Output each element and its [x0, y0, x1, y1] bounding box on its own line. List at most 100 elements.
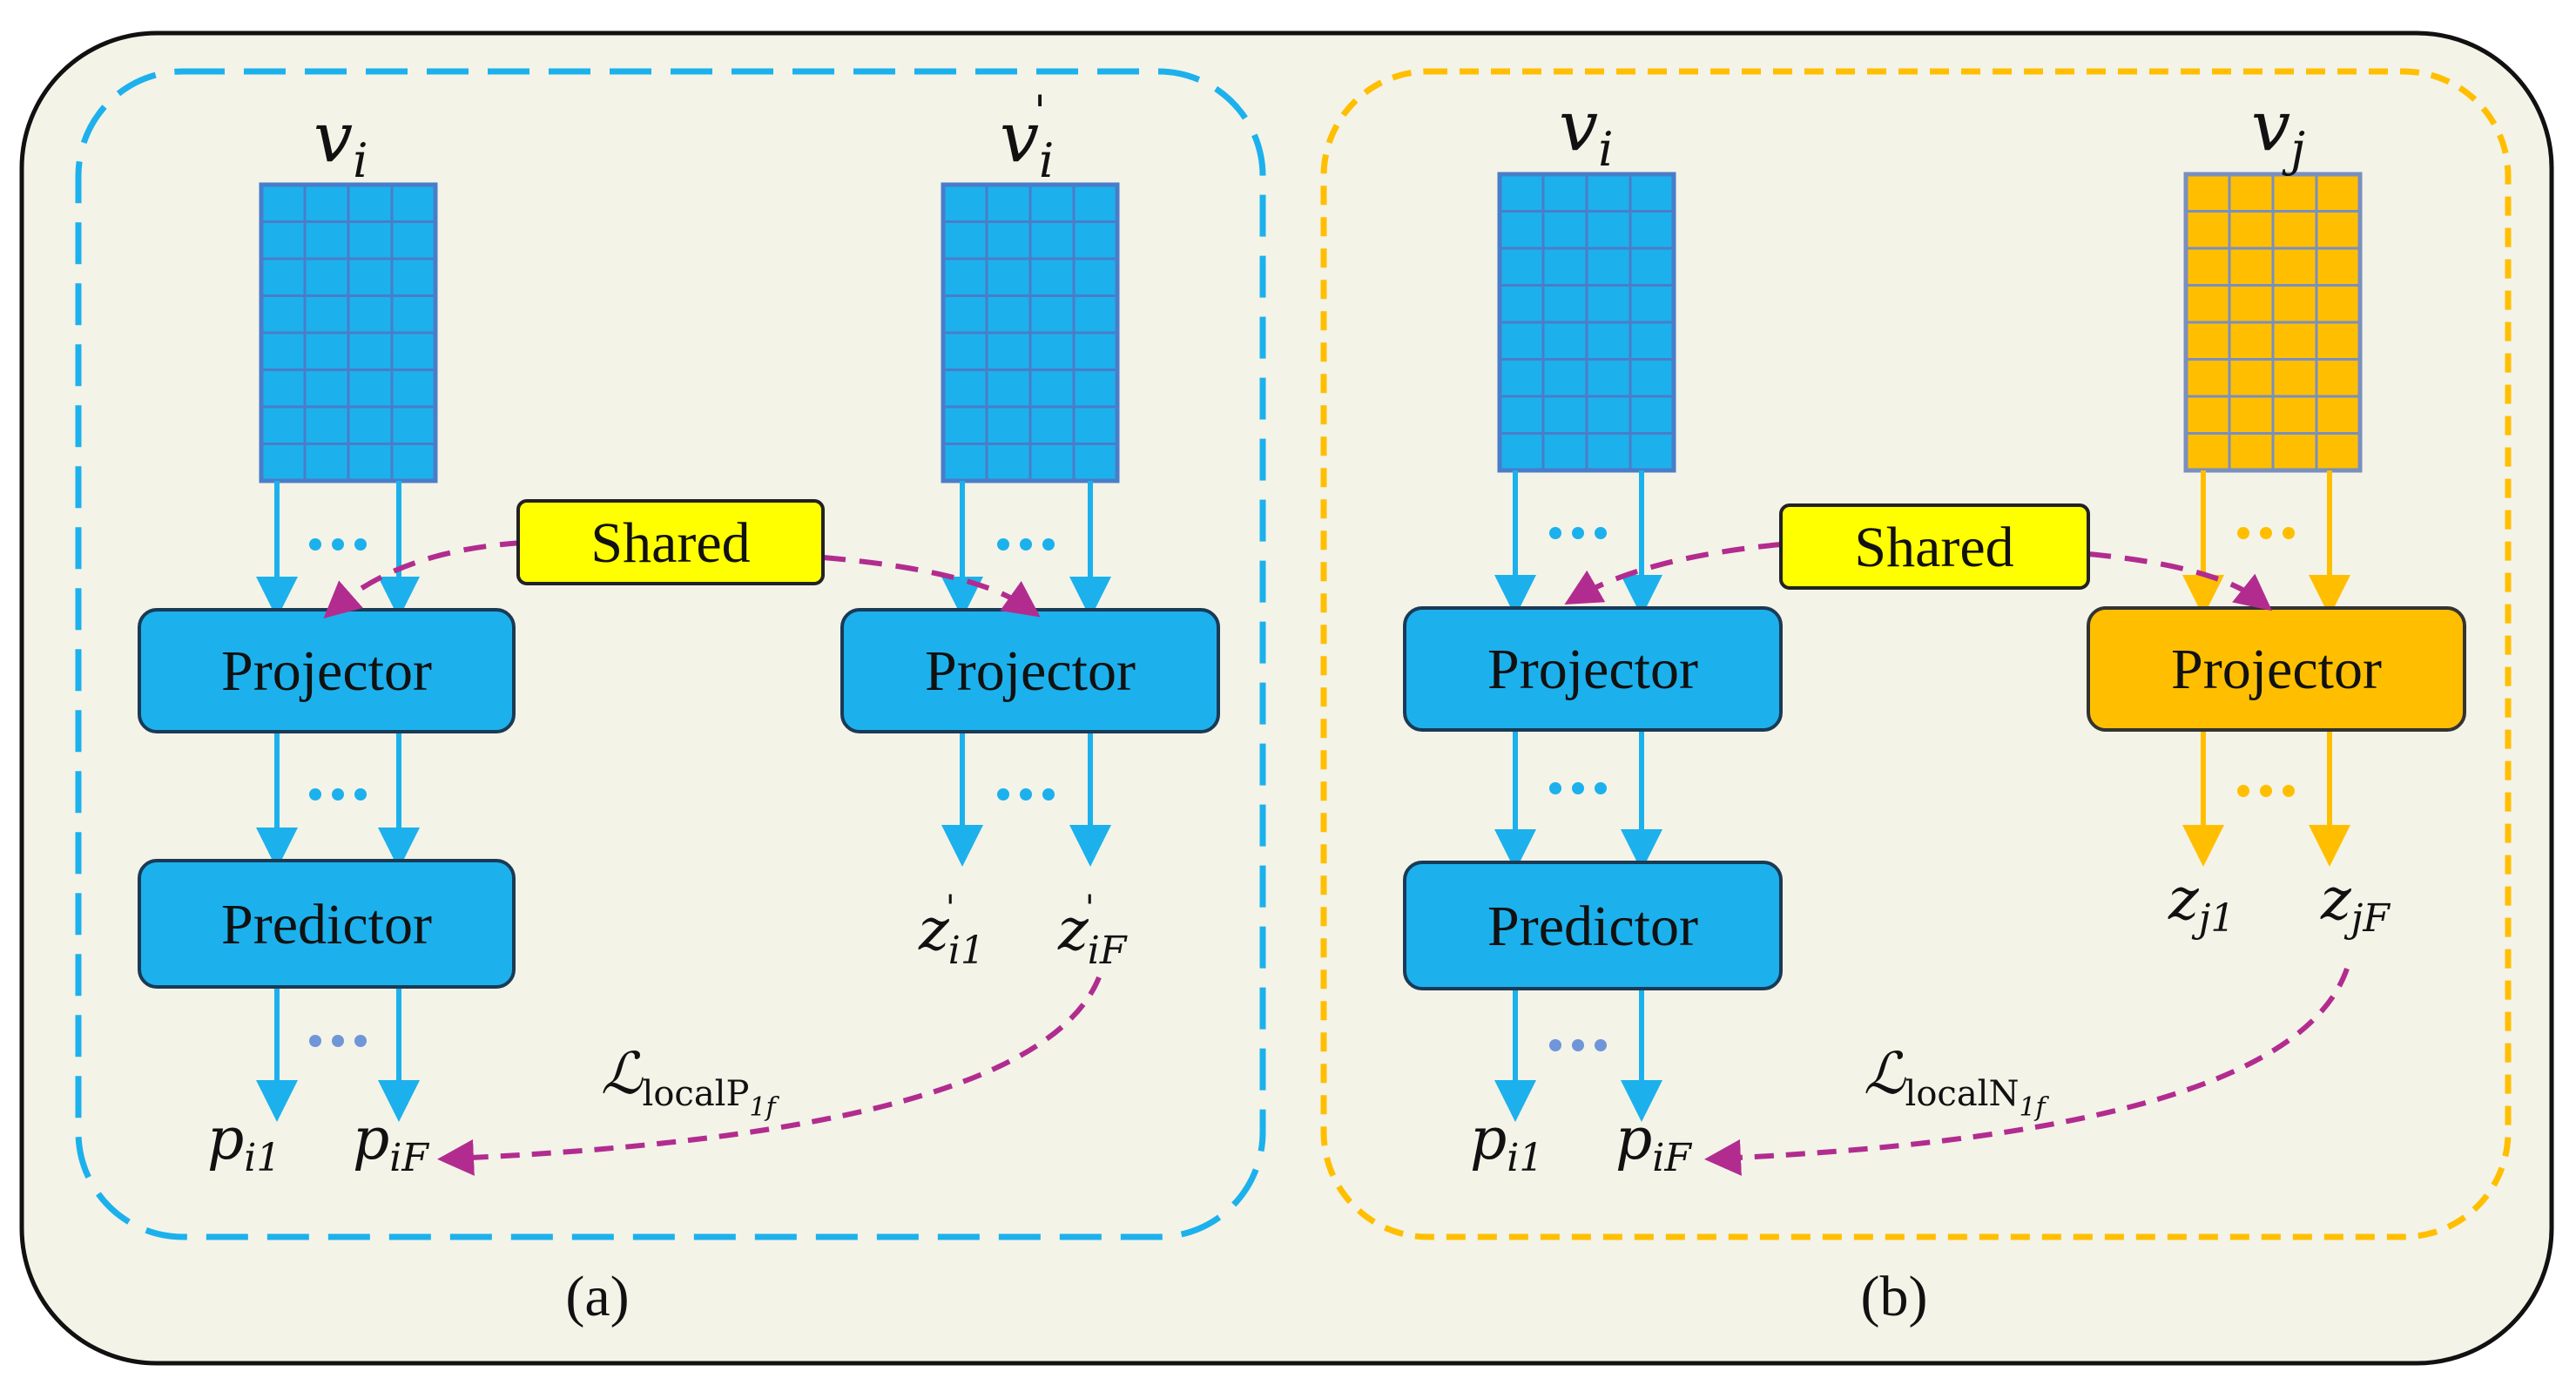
group-a-border: [75, 68, 1266, 1240]
grid-cell: [1629, 395, 1676, 435]
grid-cell: [985, 294, 1032, 334]
grid-icon: [941, 182, 1120, 483]
ellipsis-dot: [332, 1035, 344, 1047]
group-b-border: [1320, 68, 2512, 1240]
input-label-a-right: v'i: [1000, 86, 1054, 188]
outer-panel: [19, 30, 2554, 1366]
grid-cell: [303, 183, 350, 223]
grid-cell: [2315, 210, 2362, 250]
grid-icon: [259, 182, 438, 483]
arrow-layer: [256, 470, 2350, 1122]
grid-cell: [260, 331, 307, 371]
grid-cell: [1498, 395, 1545, 435]
ellipsis-dot: [2283, 527, 2295, 539]
grid-cell: [1072, 368, 1119, 409]
caption-b: (b): [1861, 1265, 1928, 1328]
grid-cell: [390, 443, 437, 483]
grid-cell: [1585, 210, 1632, 250]
grid-cell: [1498, 358, 1545, 398]
shared-label-b: Shared: [1854, 516, 2013, 579]
grid-cell: [985, 220, 1032, 260]
grid-cell: [2315, 395, 2362, 435]
grid-cell: [260, 220, 307, 260]
grid-cell: [2184, 172, 2231, 213]
grid-cell: [1629, 247, 1676, 287]
grid-cell: [347, 183, 394, 223]
projector-label-a-left: Projector: [221, 639, 432, 703]
grid-cell: [2184, 432, 2231, 472]
ellipsis-dot: [354, 1035, 367, 1047]
grid-border: [1497, 172, 1676, 473]
ellipsis-dot: [354, 788, 367, 801]
output-label-a-z1: z'i1: [918, 888, 985, 973]
grid-cell: [2271, 284, 2318, 324]
grid-cell: [390, 405, 437, 445]
ellipsis-dot: [2260, 527, 2272, 539]
grid-cell: [2271, 321, 2318, 361]
ellipsis-dot: [1549, 527, 1561, 539]
output-label-b-z1: zj1: [2168, 866, 2235, 941]
grid-cell: [941, 183, 988, 223]
grid-cell: [1629, 432, 1676, 472]
ellipsis-dot: [309, 788, 321, 801]
grid-cell: [1629, 321, 1676, 361]
grid-cell: [1585, 284, 1632, 324]
ellipsis-dot: [1042, 538, 1055, 551]
grid-cell: [985, 331, 1032, 371]
predictor-label-a: Predictor: [221, 893, 432, 956]
grid-cell: [260, 257, 307, 297]
grid-cell: [1028, 368, 1076, 409]
grid-cell: [2271, 358, 2318, 398]
shared-link-a-left: [323, 540, 523, 618]
grid-cell: [1585, 321, 1632, 361]
grid-cell: [1541, 247, 1588, 287]
grid-cell: [2228, 284, 2275, 324]
grid-cell: [260, 183, 307, 223]
grid-cell: [1028, 220, 1076, 260]
grid-cell: [1585, 432, 1632, 472]
grid-cell: [1585, 172, 1632, 213]
ellipsis-dot: [1595, 782, 1607, 794]
projector-label-b-left: Projector: [1487, 638, 1698, 701]
shared-link-b-right: [2087, 551, 2273, 611]
grid-cell: [1028, 405, 1076, 445]
grid-cell: [1498, 247, 1545, 287]
grid-cell: [1585, 358, 1632, 398]
grid-cell: [260, 405, 307, 445]
grid-cell: [2271, 172, 2318, 213]
grid-cell: [1028, 183, 1076, 223]
projector-label-a-right: Projector: [925, 639, 1136, 703]
grid-cell: [2315, 321, 2362, 361]
grid-cell: [2228, 321, 2275, 361]
ellipsis-dot: [997, 538, 1009, 551]
projector-box-b-right: [2087, 606, 2466, 732]
grid-cell: [303, 257, 350, 297]
grid-cell: [985, 368, 1032, 409]
ellipsis-dot: [1595, 1039, 1607, 1051]
ellipsis-dot: [1572, 1039, 1584, 1051]
grid-cell: [1072, 220, 1119, 260]
grid-cell: [1585, 395, 1632, 435]
grid-cell: [2184, 210, 2231, 250]
grid-cell: [1541, 432, 1588, 472]
output-label-b-p1: pi1: [1470, 1105, 1543, 1180]
grid-border: [2183, 172, 2363, 473]
grid-cell: [1629, 210, 1676, 250]
grid-cell: [2271, 432, 2318, 472]
grid-cell: [303, 368, 350, 409]
projector-box-b-left: [1403, 606, 1783, 732]
grid-cell: [2228, 247, 2275, 287]
ellipsis-dot: [2283, 785, 2295, 797]
grid-cell: [2184, 284, 2231, 324]
grid-cell: [303, 294, 350, 334]
ellipsis-dot: [1020, 788, 1032, 801]
ellipsis-layer: [309, 527, 2295, 1051]
loss-label-b: ℒlocalN1f: [1864, 1040, 2050, 1123]
grid-cell: [347, 405, 394, 445]
shared-badge-b: [1779, 503, 2090, 590]
ellipsis-dot: [354, 538, 367, 551]
grid-cell: [985, 183, 1032, 223]
ellipsis-dot: [332, 788, 344, 801]
grid-cell: [260, 294, 307, 334]
loss-label-a: ℒlocalP1f: [601, 1040, 779, 1123]
